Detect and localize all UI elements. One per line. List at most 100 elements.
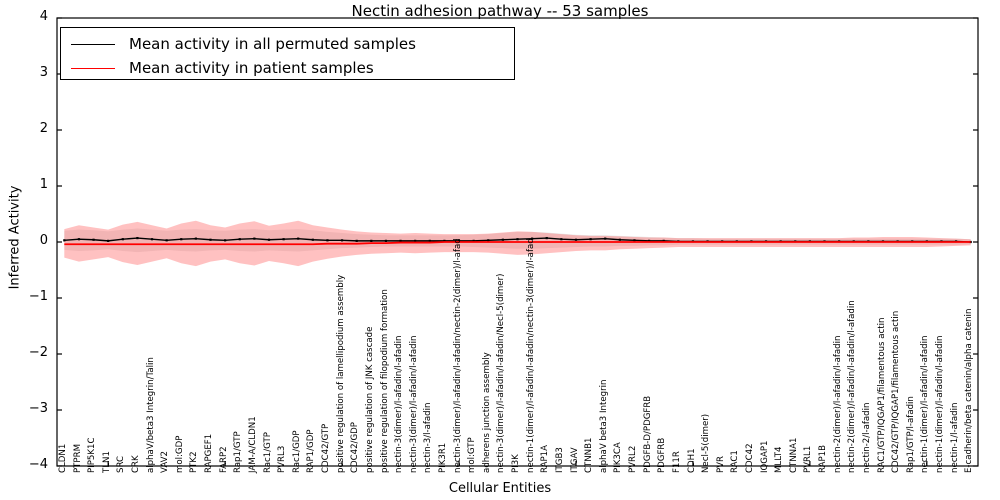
x-tick-label: PVR bbox=[715, 455, 726, 473]
x-tick-label: CDC42/GDP bbox=[350, 422, 361, 473]
y-tick-label: −3 bbox=[28, 401, 48, 416]
series-marker bbox=[487, 239, 490, 242]
legend-label-permuted: Mean activity in all permuted samples bbox=[129, 35, 416, 53]
series-marker bbox=[224, 239, 227, 242]
x-tick-label: CDC42 bbox=[745, 443, 755, 473]
x-tick-label: CDH1 bbox=[686, 448, 697, 473]
x-tick-label: RAP1A bbox=[540, 444, 551, 473]
series-marker bbox=[545, 236, 548, 240]
x-tick-label: CLDN1 bbox=[57, 443, 68, 473]
x-tick-label: VAV2 bbox=[160, 450, 171, 473]
series-marker bbox=[516, 238, 519, 241]
series-marker bbox=[618, 238, 621, 241]
x-tick-label: RAP1/GDP bbox=[306, 429, 317, 473]
series-marker bbox=[589, 238, 592, 241]
series-marker bbox=[92, 238, 95, 241]
x-tick-label: positive regulation of JNK cascade bbox=[364, 326, 375, 473]
x-tick-label: Rap1/GTP bbox=[233, 431, 244, 473]
x-tick-label: nectin-2(dimer)/l-afadin/l-afadin/l-afad… bbox=[847, 300, 858, 473]
x-tick-label: mol:GDP bbox=[174, 435, 185, 473]
x-tick-label: CTNNA1 bbox=[788, 437, 799, 473]
x-tick-label: PI3K bbox=[511, 454, 522, 473]
series-marker bbox=[531, 237, 534, 240]
x-tick-label: PDGFRB bbox=[657, 437, 668, 473]
x-tick-label: nectin-2/l-afadin bbox=[861, 402, 872, 473]
legend-swatch-patient bbox=[71, 67, 115, 69]
x-tick-label: PIK3CA bbox=[613, 442, 624, 473]
x-tick-label: Rap1/GTP/l-afadin bbox=[905, 396, 916, 473]
x-tick-label: MLLT4 bbox=[774, 446, 785, 473]
series-marker bbox=[136, 236, 139, 240]
x-tick-label: RAC1/GTP/IQGAP1/filamentous actin bbox=[876, 317, 887, 473]
series-marker bbox=[209, 238, 212, 241]
chart-title: Nectin adhesion pathway -- 53 samples bbox=[351, 2, 649, 20]
x-tick-label: nectin-1(dimer)/l-afadin/l-afadin bbox=[935, 335, 946, 473]
x-tick-label: mol:GTP bbox=[467, 437, 478, 473]
x-tick-label: E-cadherin/beta catenin/alpha catenin bbox=[964, 308, 975, 473]
legend-swatch-permuted bbox=[71, 43, 115, 45]
series-marker bbox=[253, 237, 256, 240]
x-tick-label: nectin-1/l-afadin bbox=[949, 402, 960, 473]
y-tick-label: 4 bbox=[39, 9, 48, 24]
x-tick-label: SRC bbox=[116, 456, 127, 473]
x-tick-label: positive regulation of lamellipodium ass… bbox=[335, 274, 346, 473]
x-tick-label: positive regulation of filopodium format… bbox=[379, 289, 390, 473]
x-tick-label: alphaV beta3 Integrin bbox=[598, 379, 609, 473]
series-marker bbox=[282, 238, 285, 241]
x-tick-label: PTPRM bbox=[72, 444, 83, 473]
x-tick-label: nectin-3(dimer)/l-afadin/l-afadin/nectin… bbox=[452, 238, 463, 473]
x-tick-label: adherens junction assembly bbox=[481, 352, 492, 473]
x-tick-label: RAP1B bbox=[818, 444, 829, 473]
series-marker bbox=[180, 238, 183, 241]
series-marker bbox=[384, 239, 388, 242]
series-marker bbox=[969, 240, 972, 244]
series-marker bbox=[326, 239, 329, 242]
y-tick-label: 2 bbox=[39, 121, 48, 136]
series-marker bbox=[63, 239, 66, 242]
x-tick-label: TLN1 bbox=[101, 451, 112, 473]
series-marker bbox=[238, 238, 241, 241]
x-tick-label: ITGB3 bbox=[554, 447, 565, 473]
series-marker bbox=[443, 239, 446, 242]
band-permuted-samples-spread bbox=[64, 228, 971, 253]
series-marker bbox=[574, 238, 578, 241]
x-tick-label: PDGFB-D/PDGFRB bbox=[642, 395, 653, 473]
series-marker bbox=[297, 237, 300, 240]
series-marker bbox=[355, 239, 358, 242]
legend-label-patient: Mean activity in patient samples bbox=[129, 59, 374, 77]
series-marker bbox=[340, 239, 344, 242]
x-tick-label: CTNNB1 bbox=[584, 437, 595, 473]
y-tick-label: −2 bbox=[28, 345, 48, 360]
x-tick-label: CDC42/GTP/IQGAP1/filamentous actin bbox=[891, 310, 902, 473]
x-tick-label: CDC42/GTP bbox=[321, 423, 332, 473]
x-tick-label: ITGAV bbox=[569, 447, 580, 473]
series-marker bbox=[107, 239, 110, 242]
x-tick-label: IQGAP1 bbox=[759, 440, 770, 474]
x-tick-label: RAC1 bbox=[730, 450, 741, 473]
series-marker bbox=[399, 239, 402, 242]
series-marker bbox=[647, 239, 651, 242]
y-tick-label: 0 bbox=[39, 233, 48, 248]
x-tick-label: nectin-1(dimer)/l-afadin/l-afadin/nectin… bbox=[525, 238, 536, 473]
x-tick-label: Rac1/GDP bbox=[291, 430, 302, 473]
y-tick-label: −4 bbox=[28, 457, 48, 472]
series-marker bbox=[604, 237, 607, 240]
series-marker bbox=[267, 238, 271, 241]
series-marker bbox=[150, 238, 154, 241]
series-marker bbox=[472, 239, 475, 242]
band-patient-samples-spread bbox=[64, 220, 971, 267]
x-tick-label: nectin-3(dimer)/l-afadin/l-afadin bbox=[408, 335, 419, 473]
x-tick-label: FARP2 bbox=[218, 446, 229, 473]
y-tick-label: 3 bbox=[39, 65, 48, 80]
x-tick-label: PTK2 bbox=[189, 451, 200, 473]
series-line-patient bbox=[64, 241, 971, 246]
series-marker bbox=[560, 238, 563, 241]
x-tick-label: nectin-3(dimer)/l-afadin/l-afadin/Necl-5… bbox=[496, 273, 507, 473]
legend-item-permuted: Mean activity in all permuted samples bbox=[71, 32, 514, 56]
series-marker bbox=[77, 238, 81, 241]
x-tick-label: PIK3R1 bbox=[438, 442, 448, 473]
series-marker bbox=[165, 239, 168, 242]
series-marker bbox=[370, 239, 373, 242]
